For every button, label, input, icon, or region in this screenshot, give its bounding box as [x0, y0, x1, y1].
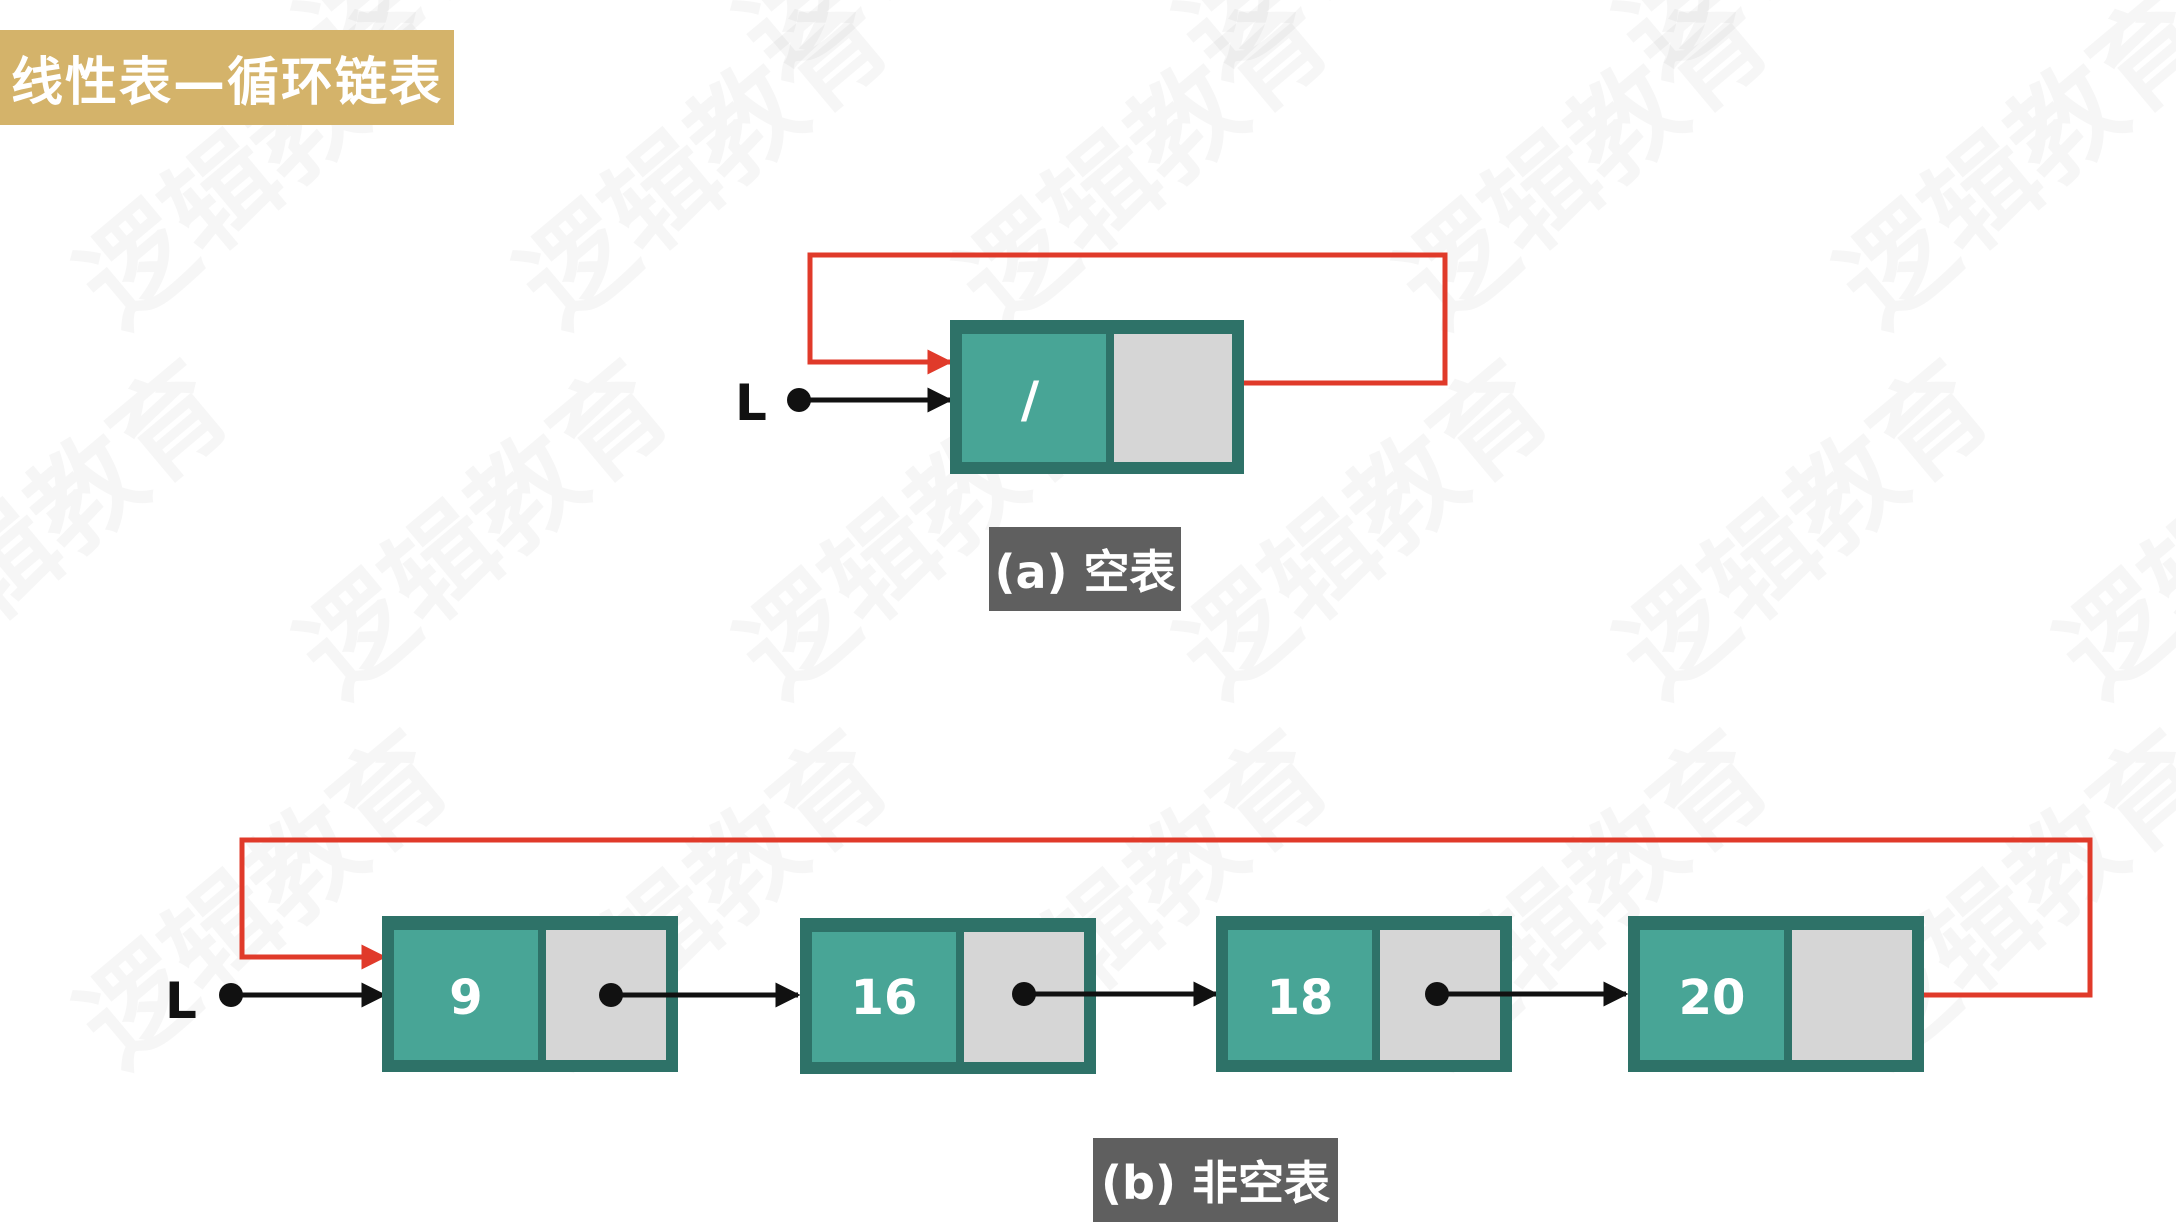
- empty-list-group: L /: [735, 252, 1448, 474]
- list-node-value: 20: [1679, 970, 1746, 1026]
- empty-list-node-value: /: [1021, 371, 1040, 429]
- nonempty-list-circular-link: [239, 837, 2093, 998]
- list-node: 20: [1628, 916, 1924, 1072]
- empty-list-node-next: [1114, 334, 1232, 462]
- empty-list-circular-link: [807, 252, 1448, 386]
- list-node-value: 16: [851, 970, 918, 1026]
- list-node-value: 18: [1267, 970, 1334, 1026]
- list-node-data: [1228, 930, 1372, 1060]
- nonempty-list-caption: (b) 非空表: [1093, 1138, 1338, 1222]
- list-node-data: [394, 930, 538, 1060]
- empty-list-caption: (a) 空表: [989, 527, 1181, 611]
- title-banner: 线性表—循环链表: [0, 30, 454, 125]
- empty-list-node-data: [962, 334, 1106, 462]
- list-node-next: [1792, 930, 1912, 1060]
- list-node-data: [1640, 930, 1784, 1060]
- nonempty-list-head-label: L: [165, 972, 197, 1030]
- empty-list-head-label: L: [735, 374, 767, 432]
- page-title: 线性表—循环链表: [10, 53, 443, 113]
- list-node-value: 9: [449, 970, 482, 1026]
- nonempty-list-group: L 9 16: [165, 837, 2093, 1074]
- list-node-data: [812, 932, 956, 1062]
